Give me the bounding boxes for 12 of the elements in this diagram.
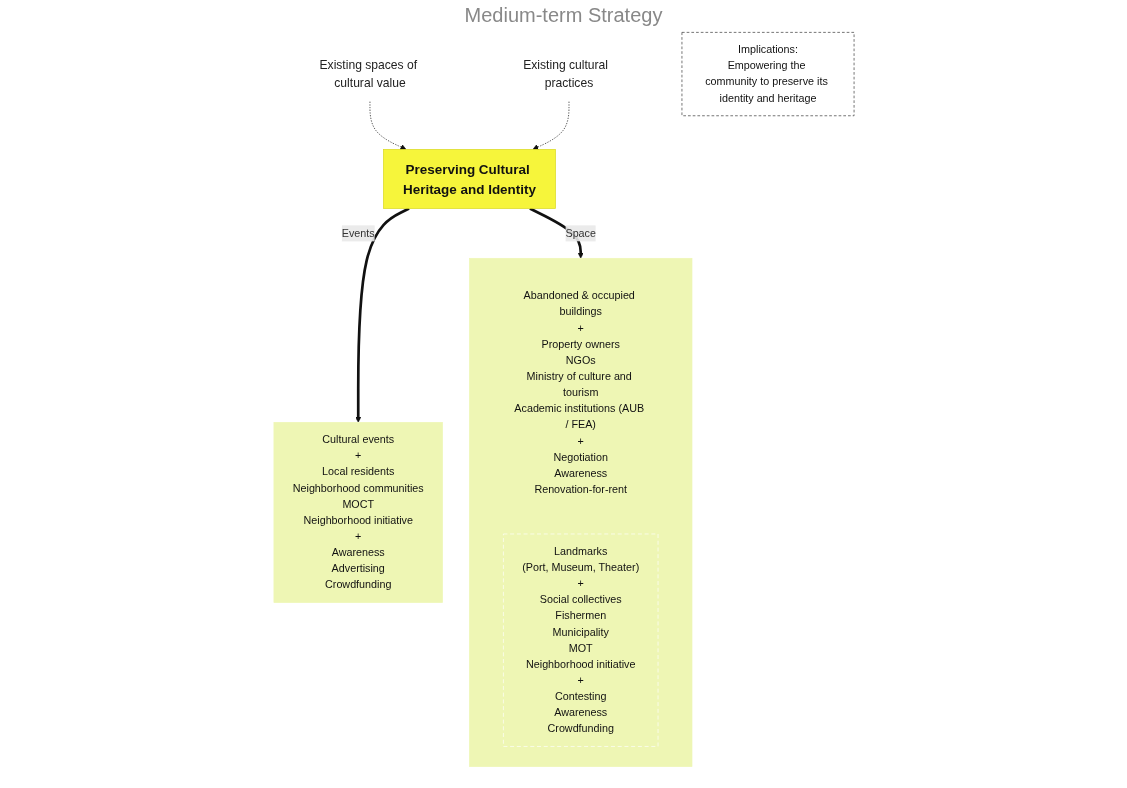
cluster [468, 257, 692, 767]
node-box: Preserving Cultural Heritage and Identity [382, 149, 556, 209]
node-text: Existing cultural practices [522, 57, 608, 90]
diagram-title: Medium-term Strategy [463, 4, 664, 27]
node-text: Existing spaces of cultural value [319, 57, 417, 90]
node-box: Implications: Empowering the community to preserve its identity and heritage [681, 32, 854, 117]
edge-label: Events [341, 227, 375, 239]
arrow [354, 207, 410, 423]
node-text: Abandoned & occupied buildings + Property owners NGOs Ministry of culture and tourism Academic institutions (AUB / FEA) + Negotiation Awareness Renovation-for-rent [513, 289, 644, 495]
node-box: Landmarks (Port, Museum, Theater) + Social collectives Fishermen Municipality MOT Neighborhood initiative + Contesting Awareness Crowdfunding [502, 533, 658, 747]
edge-label: Space [564, 227, 596, 239]
node-box: Cultural events + Local residents Neighborhood communities MOCT Neighborhood initiative + Awareness Advertising Crowdfunding [273, 422, 443, 603]
